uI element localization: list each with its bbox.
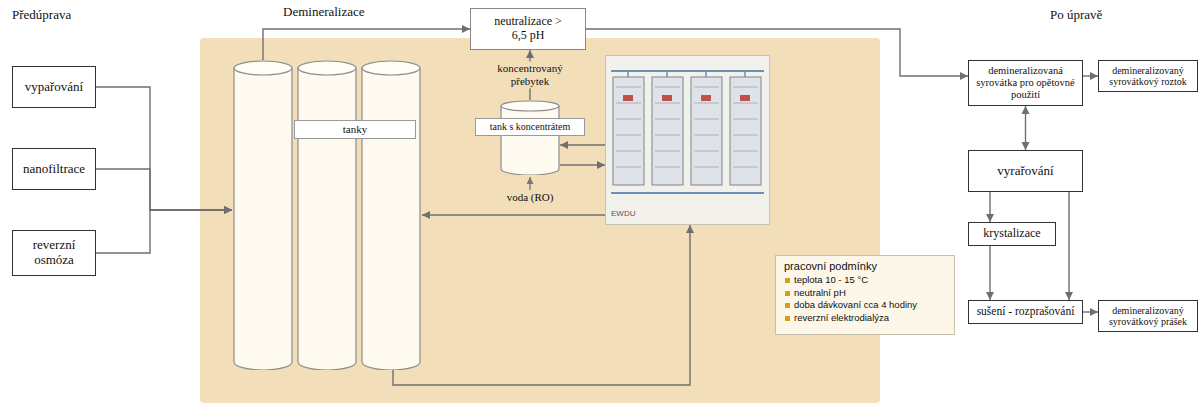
box-content: reverzní osmóza xyxy=(17,238,91,268)
section-heading: Předúprava xyxy=(12,8,71,23)
process-box: demineralizovaná syrovátka pro opětovné … xyxy=(968,60,1083,106)
box-label: sušení - rozprašování xyxy=(973,305,1078,318)
flow-arrow xyxy=(393,225,690,385)
box-content: demineralizovaný syrovátkový prášek xyxy=(1103,305,1193,328)
box-content: neutralizace > 6,5 pH xyxy=(493,15,563,43)
inlet-label: voda (RO) xyxy=(500,191,560,204)
tank-lid xyxy=(362,61,420,75)
box-label: krystalizace xyxy=(973,227,1051,241)
box-label: nanofiltrace xyxy=(17,162,91,177)
condition-item: neutralní pH xyxy=(784,288,946,299)
box-content: vyrařování xyxy=(973,164,1078,179)
condition-item: teplota 10 - 15 °C xyxy=(784,275,946,286)
flow-arrow xyxy=(96,210,232,253)
product-box: demineralizovaný syrovátkový roztok xyxy=(1098,60,1198,92)
box-heading: pracovní podmínky xyxy=(784,260,946,273)
tank-lid xyxy=(501,101,559,111)
box-label: demineralizovaná syrovátka pro opětovné … xyxy=(973,65,1078,101)
process-box: nanofiltrace xyxy=(12,148,96,190)
concentrate-tank-illustration xyxy=(500,100,560,175)
condition-item: reverzní elektrodialýza xyxy=(784,313,946,324)
tank-label: tank s koncentrátem xyxy=(475,118,585,136)
process-box: neutralizace > 6,5 pH xyxy=(470,8,586,50)
box-content: demineralizovaná syrovátka pro opětovné … xyxy=(973,65,1078,101)
flow-arrow xyxy=(989,246,990,300)
box-label: demineralizovaný syrovátkový roztok xyxy=(1103,65,1193,88)
section-heading: Demineralizace xyxy=(283,5,365,20)
tank-body xyxy=(501,106,559,175)
tank-body xyxy=(298,68,356,370)
section-panel: Demineralizacetankyneutralizace > 6,5 pH… xyxy=(200,38,880,403)
section-heading: Po úpravě xyxy=(1050,8,1102,23)
water-inlet-arrow xyxy=(529,177,530,190)
box-content: sušení - rozprašování xyxy=(973,305,1078,318)
product-box: demineralizovaný syrovátkový prášek xyxy=(1098,300,1198,332)
box-content: pracovní podmínky teplota 10 - 15 °C neutr… xyxy=(784,260,946,324)
box-label: neutralizace > 6,5 pH xyxy=(493,15,563,43)
box-label: vyrařování xyxy=(973,164,1078,179)
flow-arrow xyxy=(422,214,605,215)
process-box: reverzní osmóza xyxy=(12,230,96,276)
flow-arrow xyxy=(989,192,990,222)
process-box: krystalizace xyxy=(968,222,1056,246)
tank-lid xyxy=(298,61,356,75)
panel-ground xyxy=(200,38,880,403)
edge-label: koncentrovaný přebytek xyxy=(487,61,573,88)
tank-illustration xyxy=(232,60,422,370)
condition-item: doba dávkovaní cca 4 hodiny xyxy=(784,300,946,311)
process-box: sušení - rozprašování xyxy=(968,300,1083,324)
tank-label: tanky xyxy=(294,120,416,139)
flow-arrow xyxy=(1083,75,1098,76)
tank-body xyxy=(234,68,292,370)
tank-body xyxy=(362,68,420,370)
process-box: vyrařování xyxy=(968,150,1083,192)
flow-arrow xyxy=(263,29,470,60)
flow-arrow xyxy=(96,169,232,210)
flow-arrow xyxy=(1025,106,1026,150)
box-content: nanofiltrace xyxy=(17,162,91,177)
tank-group: tanky xyxy=(232,60,422,370)
flow-arrow xyxy=(1083,311,1098,312)
box-content: krystalizace xyxy=(973,227,1051,241)
flow-arrow xyxy=(560,144,605,145)
flow-arrow xyxy=(96,87,232,210)
ewdu-illustration xyxy=(605,55,770,225)
flow-arrow xyxy=(1068,192,1069,300)
unit-label: EWDU xyxy=(611,209,635,218)
concentrate-tank: tank s koncentrátem xyxy=(500,100,560,175)
box-label: vypařování xyxy=(17,80,91,95)
ewdu-unit: EWDU xyxy=(605,55,770,225)
box-label: reverzní osmóza xyxy=(17,238,91,268)
box-label: demineralizovaný syrovátkový prášek xyxy=(1103,305,1193,328)
tank-lid xyxy=(234,61,292,75)
flow-arrow xyxy=(560,164,605,165)
conditions-box: pracovní podmínky teplota 10 - 15 °C neutr… xyxy=(775,255,955,335)
process-box: vypařování xyxy=(12,66,96,108)
box-content: demineralizovaný syrovátkový roztok xyxy=(1103,65,1193,88)
box-content: vypařování xyxy=(17,80,91,95)
